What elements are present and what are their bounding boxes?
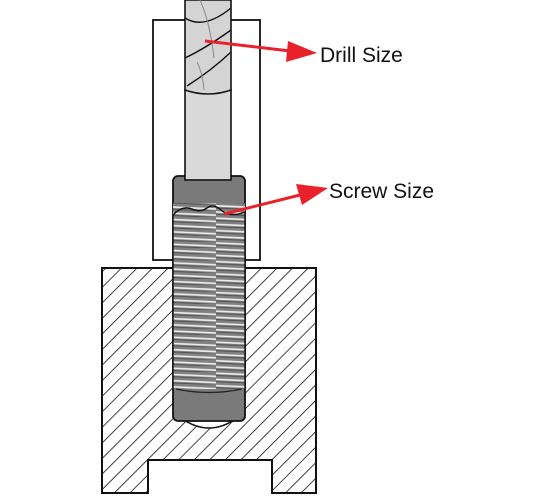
drill-size-label: Drill Size xyxy=(320,44,403,67)
screw-size-arrow xyxy=(223,184,328,216)
screw-size-label: Screw Size xyxy=(329,180,435,203)
drill-bit xyxy=(184,0,232,181)
threaded-bushing xyxy=(172,175,246,422)
drill-size-arrow xyxy=(204,39,317,62)
